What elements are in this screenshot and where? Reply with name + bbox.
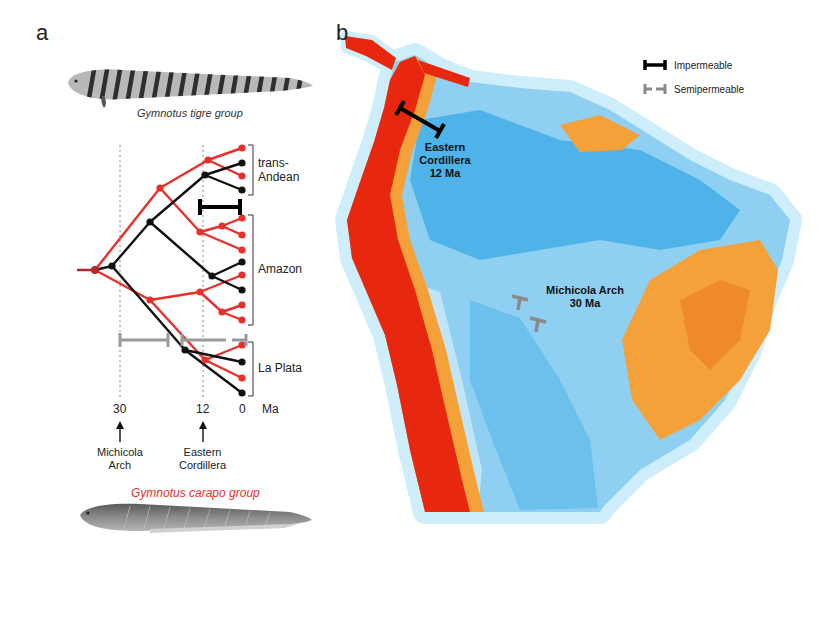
- impermeable-bar: [396, 101, 444, 138]
- south-america-map: [345, 36, 790, 512]
- legend-item: Impermeable: [642, 58, 732, 72]
- legend-swatch: [642, 82, 668, 96]
- map-label: Eastern Cordillera 12 Ma: [415, 141, 475, 181]
- map-label: Michicola Arch 30 Ma: [543, 284, 627, 310]
- carapo-fish: [80, 504, 312, 533]
- carapo-nodes: [146, 144, 245, 381]
- axis-unit: Ma: [262, 402, 279, 416]
- event-arrow: [116, 421, 207, 442]
- impermeable-bar: [200, 199, 240, 215]
- legend-swatch: [642, 58, 668, 72]
- legend-text: Impermeable: [674, 60, 732, 71]
- tigre-nodes: [108, 159, 245, 396]
- axis-tick: 0: [239, 402, 246, 416]
- tigre-tree: [95, 163, 242, 393]
- tigre-fish: [68, 64, 313, 108]
- axis-tick: 30: [113, 402, 126, 416]
- panel-letter: b: [336, 20, 348, 46]
- clade-bracket: [248, 145, 253, 396]
- legend-item: Semipermeable: [642, 82, 744, 96]
- panel-letter: a: [36, 20, 48, 46]
- event-label: Eastern Cordillera: [179, 446, 226, 472]
- clade-label: Amazon: [258, 262, 302, 276]
- legend-text: Semipermeable: [674, 84, 744, 95]
- clade-label: La Plata: [258, 361, 302, 375]
- group-label: Gymnotus tigre group: [137, 107, 243, 120]
- event-label: Michicola Arch: [97, 446, 143, 472]
- semipermeable-bar: [512, 296, 546, 332]
- clade-label: trans-Andean: [258, 156, 299, 185]
- semipermeable-bar: [120, 333, 246, 347]
- axis-tick: 12: [196, 402, 209, 416]
- group-label: Gymnotus carapo group: [131, 486, 260, 500]
- carapo-tree: [78, 148, 242, 378]
